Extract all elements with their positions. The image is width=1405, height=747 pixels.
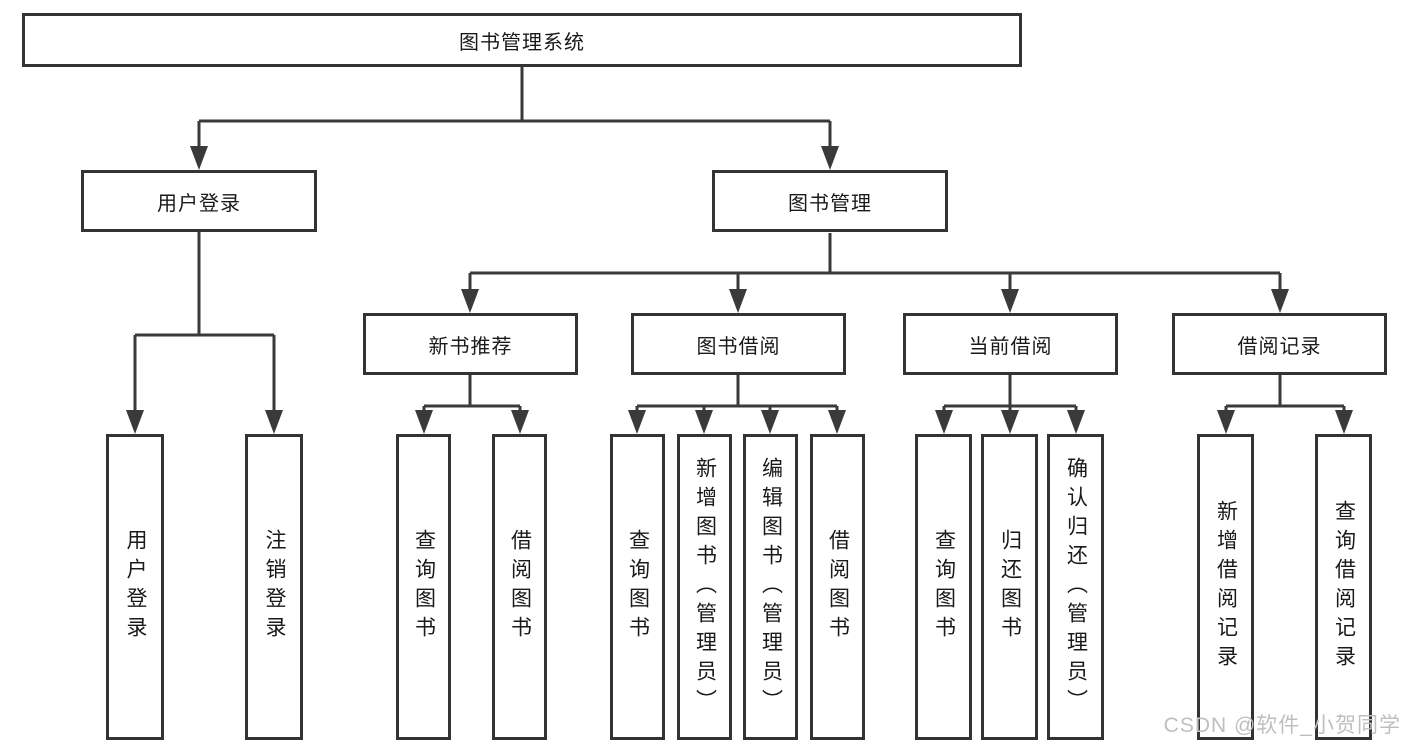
leaf-return-book: 归还图书 (981, 434, 1038, 740)
node-book-management: 图书管理 (712, 170, 948, 232)
leaf-borrow-books-borrowing: 借阅图书 (810, 434, 865, 740)
node-library-management-system: 图书管理系统 (22, 13, 1022, 67)
leaf-add-borrow-record: 新增借阅记录 (1197, 434, 1254, 740)
node-borrowing-records: 借阅记录 (1172, 313, 1387, 375)
node-new-book-recommend: 新书推荐 (363, 313, 578, 375)
leaf-logout: 注销登录 (245, 434, 303, 740)
node-book-borrowing: 图书借阅 (631, 313, 846, 375)
leaf-query-books-current: 查询图书 (915, 434, 972, 740)
leaf-borrow-books-recommend: 借阅图书 (492, 434, 547, 740)
leaf-query-books-recommend: 查询图书 (396, 434, 451, 740)
leaf-query-books-borrowing: 查询图书 (610, 434, 665, 740)
arrowheads (126, 146, 1353, 434)
leaf-add-book-admin: 新增图书（管理员） (677, 434, 732, 740)
leaf-confirm-return-admin: 确认归还（管理员） (1047, 434, 1104, 740)
csdn-watermark: CSDN @软件_小贺同学 (1163, 714, 1401, 737)
leaf-user-login: 用户登录 (106, 434, 164, 740)
leaf-query-borrow-record: 查询借阅记录 (1315, 434, 1372, 740)
node-current-borrowing: 当前借阅 (903, 313, 1118, 375)
leaf-edit-book-admin: 编辑图书（管理员） (743, 434, 798, 740)
node-user-login: 用户登录 (81, 170, 317, 232)
